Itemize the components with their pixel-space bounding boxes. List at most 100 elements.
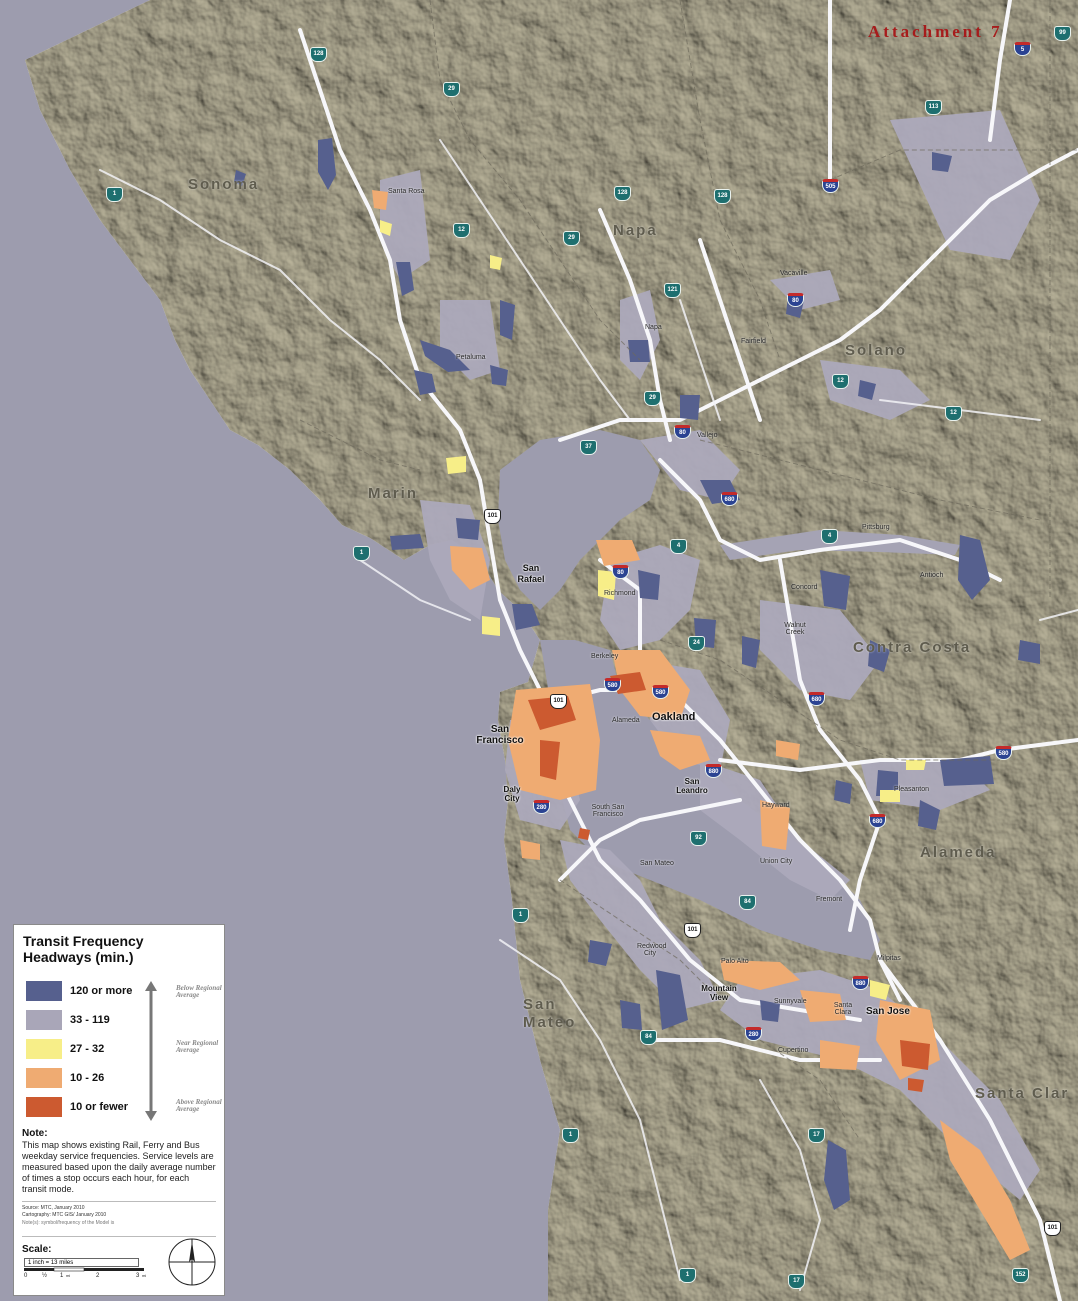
interstate-shield-880: 880 [852, 976, 869, 990]
freq-27-32-areas [380, 220, 926, 1000]
interstate-shield-5: 5 [1014, 42, 1031, 56]
highway-shield-121: 121 [664, 283, 681, 298]
city-label-south-san-francisco: South San Francisco [591, 804, 625, 818]
freq-10-fewer-areas [528, 672, 930, 1092]
county-label-napa: Napa [613, 222, 658, 239]
legend-label: 27 - 32 [70, 1043, 105, 1055]
city-label-san-francisco: San Francisco [476, 724, 524, 746]
attachment-label: Attachment 7 [868, 22, 1003, 41]
legend-label: 33 - 119 [70, 1014, 110, 1026]
highway-shield-17: 17 [788, 1274, 805, 1289]
scale-unit: mi [142, 1273, 147, 1278]
interstate-shield-580: 580 [604, 678, 621, 692]
scale-tick: 0 [24, 1273, 28, 1279]
highway-shield-113: 113 [925, 100, 942, 115]
city-label-alameda: Alameda [612, 717, 640, 724]
scale-text: 1 inch = 13 miles [24, 1258, 139, 1267]
highway-shield-12: 12 [832, 374, 849, 389]
legend-side-label-below: Below Regional Average [176, 984, 222, 999]
county-label-alameda: Alameda [920, 844, 997, 861]
legend-cartography: Cartography: MTC GIS/ January 2010 [22, 1212, 107, 1218]
city-label-antioch: Antioch [920, 572, 944, 579]
legend-label: 10 - 26 [70, 1072, 105, 1084]
city-label-san-jose: San Jose [866, 1006, 910, 1017]
highway-shield-1: 1 [353, 546, 370, 561]
highway-shield-99: 99 [1054, 26, 1071, 41]
city-label-mountain-view: Mountain View [701, 984, 737, 1002]
interstate-shield-280: 280 [533, 800, 550, 814]
legend-note-heading: Note: [22, 1128, 48, 1139]
city-label-concord: Concord [791, 584, 818, 591]
highway-shield-84: 84 [739, 895, 756, 910]
legend-label: 10 or fewer [70, 1101, 129, 1113]
interstate-shield-80: 80 [612, 565, 629, 579]
legend-divider [22, 1201, 216, 1202]
legend-divider [22, 1236, 216, 1237]
freq-120-plus-areas [234, 138, 1040, 1210]
legend-side-label-above: Above Regional Average [176, 1098, 222, 1113]
legend-note-text: This map shows existing Rail, Ferry and … [22, 1140, 216, 1194]
county-label-sonoma: Sonoma [188, 176, 260, 193]
county-label-san-mateo: San Mateo [523, 996, 577, 1031]
secondary-roads [99, 139, 1078, 1291]
interstate-shield-880: 880 [705, 764, 722, 778]
interstate-shield-680: 680 [808, 692, 825, 706]
highway-shield-152: 152 [1012, 1268, 1029, 1283]
highway-shield-29: 29 [443, 82, 460, 97]
city-label-fremont: Fremont [816, 896, 843, 903]
city-label-santa-rosa: Santa Rosa [388, 188, 425, 195]
highway-shield-1: 1 [562, 1128, 579, 1143]
city-label-pleasanton: Pleasanton [894, 786, 930, 793]
city-label-milpitas: Milpitas [877, 955, 901, 962]
city-label-palo-alto: Palo Alto [721, 958, 749, 965]
interstate-shield-505: 505 [822, 179, 839, 193]
county-label-santa-clara: Santa Clar [975, 1085, 1070, 1102]
north-arrow-icon [168, 1238, 216, 1286]
legend-swatch [26, 981, 62, 1001]
us-highway-shield-101: 101 [1044, 1221, 1061, 1236]
scale-bar [24, 1267, 144, 1272]
scale-tick: 3 [136, 1273, 140, 1279]
county-label-marin: Marin [368, 485, 419, 502]
city-label-cupertino: Cupertino [778, 1047, 809, 1054]
city-label-richmond: Richmond [604, 590, 636, 597]
map-legend: Transit Frequency Headways (min.) 120 or… [13, 924, 225, 1296]
highway-shield-1: 1 [106, 187, 123, 202]
highway-shield-4: 4 [670, 539, 687, 554]
legend-source: Source: MTC, January 2010 [22, 1205, 85, 1211]
city-label-pittsburg: Pittsburg [862, 524, 890, 531]
interstate-shield-80: 80 [787, 293, 804, 307]
highway-shield-12: 12 [945, 406, 962, 421]
us-highway-shield-101: 101 [550, 694, 567, 709]
highway-shield-92: 92 [690, 831, 707, 846]
interstate-shield-80: 80 [674, 425, 691, 439]
highway-shield-17: 17 [808, 1128, 825, 1143]
highway-shield-128: 128 [310, 47, 327, 62]
legend-label: 120 or more [70, 985, 133, 997]
san-pablo-bay [498, 430, 660, 610]
highway-shield-12: 12 [453, 223, 470, 238]
interstate-shield-580: 580 [652, 685, 669, 699]
highway-shield-1: 1 [679, 1268, 696, 1283]
legend-fine-print: Note(s): symbol/frequency of the Model i… [22, 1220, 115, 1226]
legend-swatch [26, 1097, 62, 1117]
scale-heading: Scale: [22, 1244, 52, 1255]
interstate-shield-280: 280 [745, 1027, 762, 1041]
highway-shield-37: 37 [580, 440, 597, 455]
city-label-walnut-creek: Walnut Creek [784, 622, 806, 636]
highway-shield-29: 29 [563, 231, 580, 246]
city-label-berkeley: Berkeley [591, 653, 619, 660]
highway-shield-128: 128 [614, 186, 631, 201]
interstate-shield-680: 680 [721, 492, 738, 506]
highway-shield-4: 4 [821, 529, 838, 544]
delta-water [720, 530, 960, 560]
city-label-san-rafael: San Rafael [517, 563, 545, 584]
us-highway-shield-101: 101 [484, 509, 501, 524]
legend-swatch [26, 1068, 62, 1088]
scale-tick: 2 [96, 1273, 100, 1279]
highway-shield-29: 29 [644, 391, 661, 406]
scale-tick: ½ [42, 1273, 48, 1279]
city-label-san-leandro: San Leandro [676, 777, 708, 795]
county-label-solano: Solano [845, 342, 908, 359]
